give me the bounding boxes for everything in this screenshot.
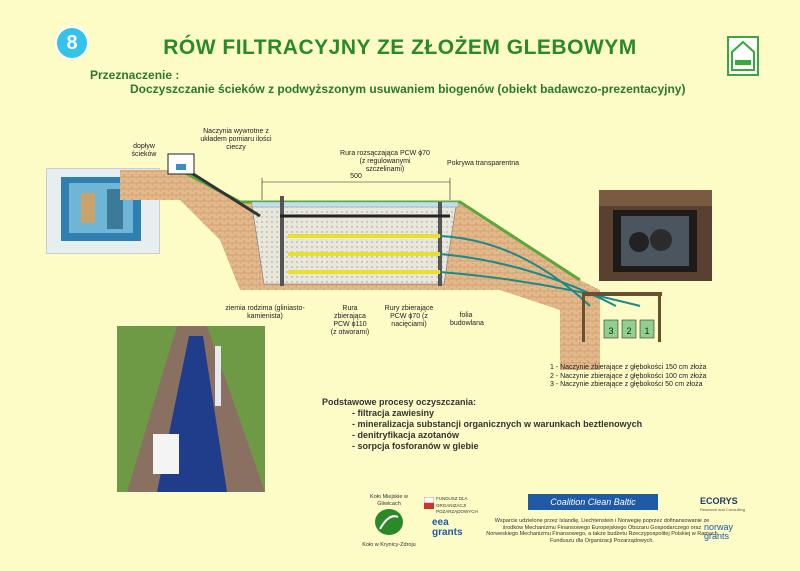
legend-item: 3 - Naczynie zbierające z głębokości 50 … (550, 381, 703, 388)
house-icon (731, 40, 755, 71)
section-number-badge: 8 (55, 26, 89, 60)
vessel-number-2: 2 (626, 326, 631, 336)
fund-label: FUNDUSZ DLA ORGANIZACJI POZARZĄDOWYCH (436, 496, 478, 514)
label-collecting-pipe-110: Rura zbierająca PCW ϕ110 (z otworami) (330, 305, 370, 336)
photo-collecting-vessels (599, 190, 712, 281)
processes-block: Podstawowe procesy oczyszczania: - filtr… (322, 397, 642, 452)
kolo-bottom-label: Koło w Krynicy-Zdroju (362, 542, 416, 548)
inflow-pipe (189, 170, 261, 218)
kolo-logo-block: Koło Miejskie w Gliwicach Koło w Krynicy… (362, 494, 416, 549)
purpose-label: Przeznaczenie : (90, 68, 180, 82)
label-collecting-pipes-70: Rury zbierające PCW ϕ70 (z nacięciami) (384, 305, 434, 328)
process-item: - sorpcja fosforanów w glebie (352, 441, 479, 451)
norway-grants-logo: norway grants (704, 522, 734, 541)
label-inflow: dopływ ścieków (131, 143, 157, 158)
vertical-pipe-left (280, 196, 284, 286)
eea-grants-logo: eea grants (432, 517, 463, 538)
process-item: - mineralizacja substancji organicznych … (352, 419, 643, 429)
cross-section-diagram: 3 2 1 500 (120, 153, 662, 370)
outflow-line-1 (439, 271, 641, 307)
label-dosing-vessels: Naczynia wywrotne z układem pomiaru iloś… (200, 128, 272, 151)
kolo-top-label: Koło Miejskie w Gliwicach (370, 494, 408, 507)
vessel-1 (639, 319, 655, 339)
vessel-number-1: 1 (644, 326, 649, 336)
legend-item: 2 - Naczynie zbierające z głębokości 100… (550, 372, 707, 380)
label-cover: Pokrywa transparentna (447, 160, 519, 167)
flag-icon (423, 496, 435, 509)
photo-filter-trench (117, 326, 265, 492)
fund-logo: FUNDUSZ DLA ORGANIZACJI POZARZĄDOWYCH (423, 496, 484, 514)
process-item: - denitryfikacja azotanów (352, 430, 460, 440)
legend-item: 1 - Naczynie zbierające z głębokości 150… (550, 364, 707, 371)
ecorys-subtitle: Research and Consulting (700, 507, 745, 512)
funding-statement: Wsparcie udzielone przez Islandię, Liech… (486, 518, 718, 544)
vessel-number-3: 3 (608, 326, 613, 336)
processes-heading: Podstawowe procesy oczyszczania: (322, 397, 477, 407)
vessel-shelf (582, 292, 662, 296)
purpose-text: Doczyszczanie ścieków z podwyższonym usu… (130, 82, 686, 96)
label-foil: folia budowlana (450, 312, 484, 327)
dimension-label: 500 (350, 173, 362, 180)
vertical-pipe-right (438, 202, 442, 286)
vessel-legend: 1 - Naczynie zbierające z głębokości 150… (550, 364, 706, 390)
ecorys-logo: ECORYS (700, 496, 738, 506)
transparent-cover (251, 201, 459, 208)
vessel-3 (603, 319, 619, 339)
label-native-soil: ziemia rodzima (gliniasto-kamienista) (225, 305, 305, 320)
label-distribution-pipe: Rura rozsączająca PCW ϕ70 (z regulowanym… (340, 150, 430, 173)
process-item: - filtracja zawiesiny (352, 408, 435, 418)
vessel-2 (621, 319, 637, 339)
page-title: RÓW FILTRACYJNY ZE ZŁOŻEM GLEBOWYM (163, 36, 637, 59)
coalition-clean-baltic-logo: Coalition Clean Baltic (528, 494, 658, 510)
leaf-logo (375, 509, 403, 535)
pttk-logo (727, 36, 759, 76)
